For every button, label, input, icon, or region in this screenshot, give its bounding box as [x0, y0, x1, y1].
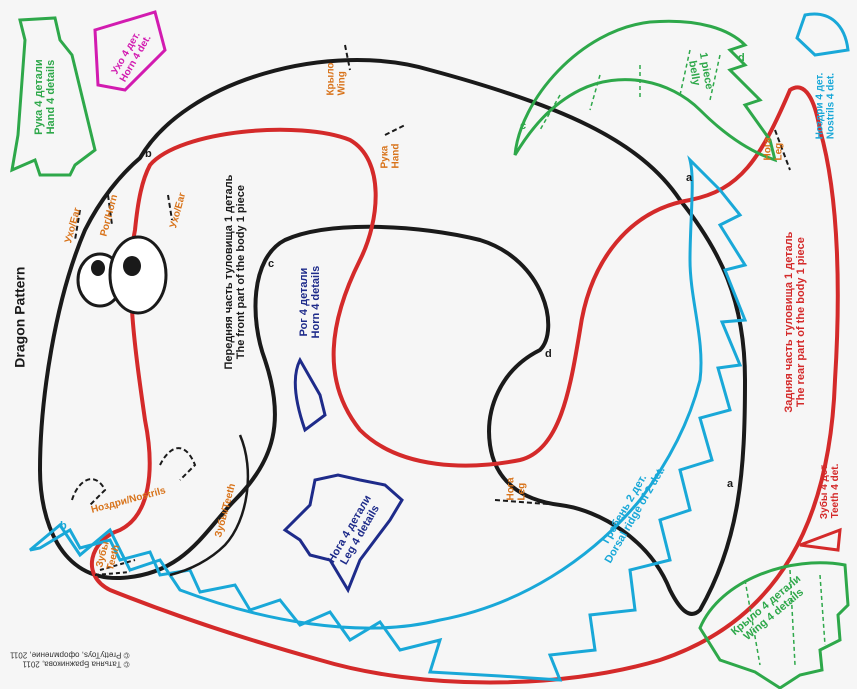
letter-b-2: b — [60, 520, 67, 532]
nostrils-piece-label: Ноздри 4 дет. Nostrils 4 det. — [814, 72, 837, 140]
letter-d-1: d — [545, 348, 552, 360]
pupil-left — [91, 260, 105, 276]
ear-mark-line — [74, 209, 81, 241]
dorsal-ridge-outline — [29, 155, 748, 682]
horn-piece-label: Рог 4 детали Horn 4 details — [297, 265, 322, 339]
hand-piece-label: Рука 4 детали Hand 4 details — [32, 59, 57, 135]
letter-d-2: d — [738, 52, 745, 64]
leg-mark-line — [494, 499, 561, 506]
hand-mark-line — [384, 124, 406, 136]
letter-c-1: c — [268, 258, 275, 270]
rear-body-outline — [90, 85, 840, 685]
hand-mark-label: Рука Hand — [379, 143, 402, 169]
mouth-line — [169, 434, 250, 577]
copyright-text: © Татьяна Бражникова, 2011 © PrettyToys,… — [10, 650, 130, 669]
hand-piece-outline — [10, 16, 97, 177]
wing-piece-outline — [698, 561, 850, 689]
ear-piece-outline — [93, 10, 167, 92]
leg-mark-label-front: Нога Leg — [762, 137, 785, 161]
teeth-mark-lines — [94, 559, 136, 576]
leg-mark-line-2 — [774, 129, 791, 171]
wing-mark-label: Крыло Wing — [325, 62, 348, 96]
horn-mark-line — [107, 194, 113, 226]
letter-a-1: a — [686, 172, 693, 184]
letter-a-2: a — [727, 478, 734, 490]
page-title: Dragon Pattern — [11, 266, 28, 368]
ear-mark-line-2 — [167, 194, 173, 221]
nostril-mark-right — [159, 447, 197, 481]
teeth-piece-label: Зубы 4 дет. Teeth 4 det. — [819, 462, 841, 520]
letter-b-1: b — [145, 148, 152, 160]
leg-piece-outline — [282, 473, 404, 594]
wing-mark-line — [344, 44, 351, 71]
wing-segment-lines — [744, 569, 826, 666]
rear-body-label: Задняя часть туловища 1 деталь The rear … — [782, 231, 807, 413]
horn-piece-outline — [293, 356, 327, 433]
nostrils-piece-outline — [795, 12, 850, 57]
front-body-label: Передняя часть туловища 1 деталь The fro… — [222, 174, 247, 370]
belly-outline — [513, 19, 778, 163]
belly-segment-lines — [539, 49, 721, 131]
leg-mark-label-rear: Нога Leg — [505, 477, 528, 501]
teeth-piece-outline — [799, 527, 842, 552]
eye-right — [108, 235, 168, 315]
pupil-right — [123, 256, 141, 276]
nostril-mark-left — [71, 478, 107, 506]
letter-c-2: c — [520, 120, 527, 132]
